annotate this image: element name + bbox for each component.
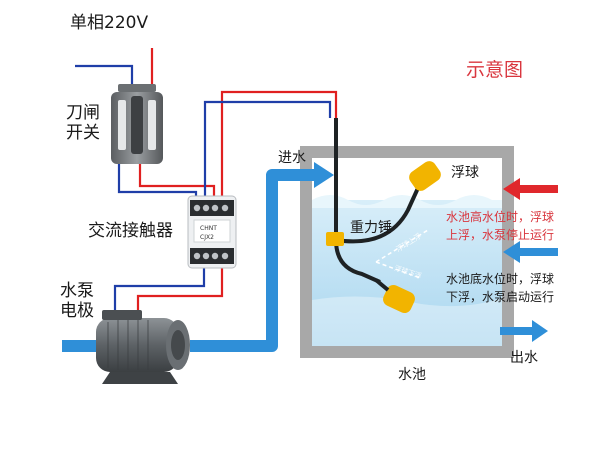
neutral-wire-float: [203, 100, 332, 196]
knife-switch-icon: [111, 84, 163, 164]
float-ball-lower-link: [374, 278, 390, 292]
water-body: [312, 200, 502, 346]
pump-inlet-pipe: [62, 340, 102, 352]
wires: [75, 48, 338, 312]
low-level-note-line2: 下浮，水泵启动运行: [446, 290, 555, 304]
weight-label: 重力锤: [350, 220, 392, 236]
inlet-arrow: [314, 162, 334, 188]
float-switch-icon: 浮球上浮 浮球下浮: [326, 118, 441, 314]
contactor-label: 交流接触器: [88, 221, 173, 241]
contactor-model: CJX2: [200, 234, 214, 241]
pipes: [62, 162, 334, 352]
switch-label-line2: 开关: [66, 123, 100, 143]
neutral-wire-pump: [113, 268, 206, 312]
live-wire-float: [220, 90, 338, 196]
float-ball-upper: [409, 161, 441, 191]
live-wire-switch-out: [138, 163, 216, 196]
contactor-brand: CHNT: [200, 225, 217, 232]
neutral-wire-switch-out: [117, 163, 198, 196]
gravity-weight: [326, 232, 344, 246]
outlet-label: 出水: [510, 350, 538, 366]
pump-motor-icon: [96, 310, 190, 384]
low-level-note-line1: 水池底水位时，浮球: [446, 272, 555, 286]
outlet-arrow-icon: [500, 320, 548, 342]
float-cable-upper: [335, 187, 420, 244]
diagram-title: 示意图: [466, 59, 524, 81]
tank-label: 水池: [398, 367, 426, 383]
inlet-pipe: [190, 169, 318, 352]
power-label: 单相220V: [70, 13, 149, 33]
water-surface: [312, 195, 502, 208]
water-tank: [300, 146, 514, 358]
inlet-label: 进水: [278, 150, 306, 166]
pump-label-line2: 电极: [60, 301, 94, 321]
float-path-up: [375, 229, 429, 263]
red-arrow-icon: [503, 178, 558, 200]
float-path-down: [375, 261, 421, 279]
blue-arrow-icon: [503, 241, 558, 263]
contactor-icon: CHNT CJX2: [187, 195, 237, 269]
pump-label-line1: 水泵: [60, 281, 94, 301]
float-ball-lower: [383, 284, 415, 314]
live-wire-pump: [136, 268, 224, 312]
high-level-note-line2: 上浮，水泵停止运行: [446, 228, 555, 242]
float-label: 浮球: [451, 165, 479, 181]
switch-label-line1: 刀闸: [66, 103, 100, 123]
neutral-wire-feed: [75, 64, 134, 86]
high-level-note-line1: 水池高水位时，浮球: [446, 210, 555, 224]
